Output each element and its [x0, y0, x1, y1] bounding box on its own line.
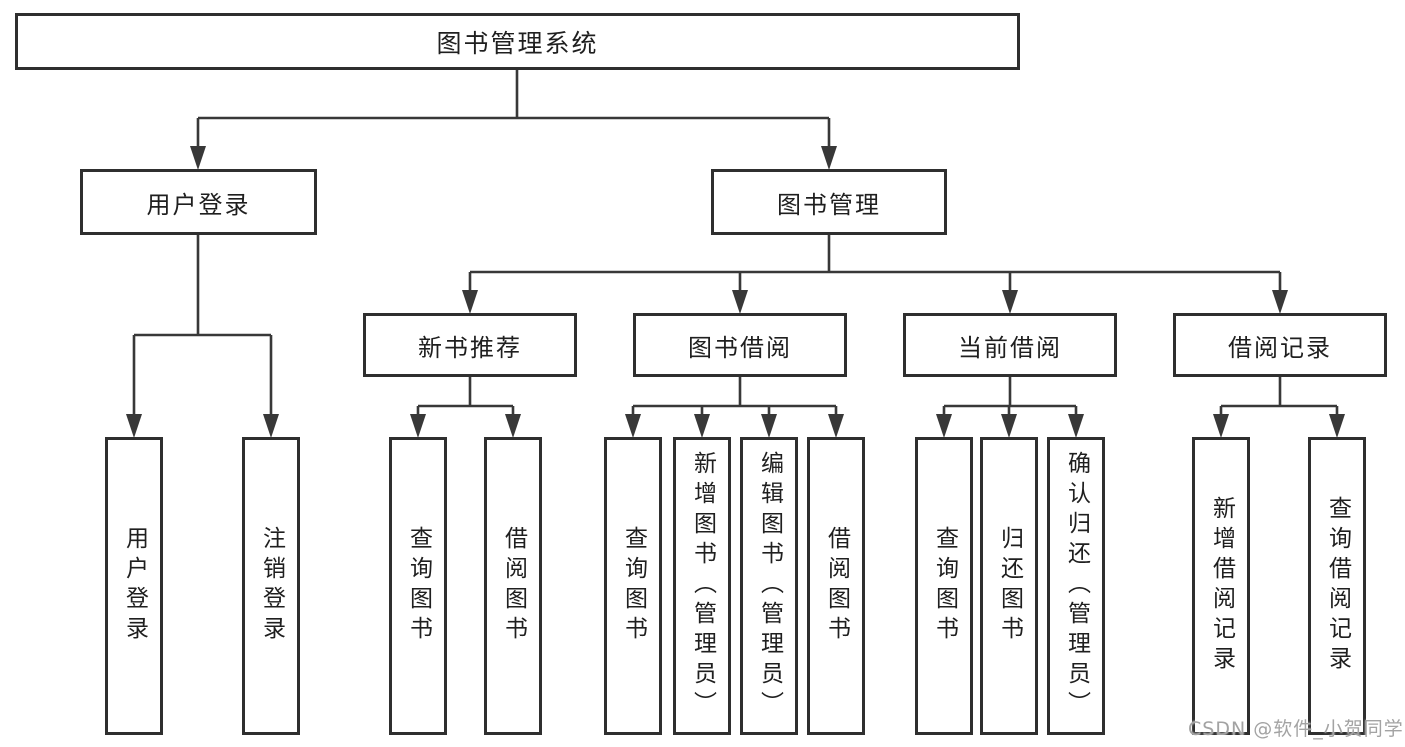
leaf-user-login: 用户登录 [105, 437, 163, 735]
node-new-book-recommendation: 新书推荐 [363, 313, 577, 377]
leaf-borrow-books: 借阅图书 [807, 437, 865, 735]
leaf-edit-books-admin: 编辑图书（管理员） [740, 437, 798, 735]
node-user-login: 用户登录 [80, 169, 317, 235]
leaf-confirm-return-admin: 确认归还（管理员） [1047, 437, 1105, 735]
node-library-management-system: 图书管理系统 [15, 13, 1020, 70]
leaf-query-books-recommend: 查询图书 [389, 437, 447, 735]
leaf-query-borrow-record: 查询借阅记录 [1308, 437, 1366, 735]
leaf-add-borrow-record: 新增借阅记录 [1192, 437, 1250, 735]
leaf-add-books-admin: 新增图书（管理员） [673, 437, 731, 735]
csdn-watermark: CSDN @软件_小贺同学 [1188, 718, 1404, 740]
leaf-logout: 注销登录 [242, 437, 300, 735]
node-book-borrowing: 图书借阅 [633, 313, 847, 377]
leaf-query-books-current: 查询图书 [915, 437, 973, 735]
node-book-management: 图书管理 [711, 169, 947, 235]
leaf-borrow-books-recommend: 借阅图书 [484, 437, 542, 735]
node-current-borrowing: 当前借阅 [903, 313, 1117, 377]
leaf-query-books-borrow: 查询图书 [604, 437, 662, 735]
node-borrowing-records: 借阅记录 [1173, 313, 1387, 377]
arrowheads [126, 146, 1345, 438]
leaf-return-books: 归还图书 [980, 437, 1038, 735]
